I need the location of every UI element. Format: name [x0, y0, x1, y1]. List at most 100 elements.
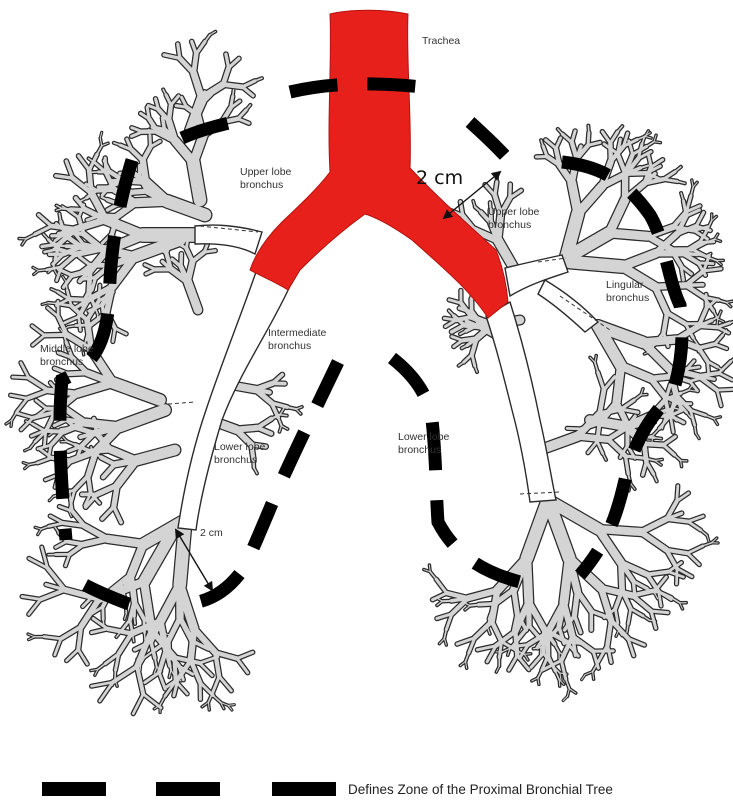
branch-fill — [436, 579, 447, 593]
legend-dash-2 — [156, 782, 220, 796]
branch-fill — [186, 238, 188, 248]
branch-fill — [543, 629, 544, 653]
branch-fill — [451, 598, 468, 601]
branch-fill — [69, 299, 88, 300]
branch-fill — [136, 450, 175, 460]
branch-fill — [578, 186, 602, 214]
branch-fill — [644, 444, 663, 445]
branch-fill — [470, 605, 479, 606]
branch-fill — [677, 486, 678, 501]
branch-fill — [200, 663, 213, 676]
left-lower-lobe-bronchus — [486, 302, 556, 502]
branch-fill — [134, 616, 135, 624]
branch-fill — [119, 634, 132, 654]
branch-fill — [588, 126, 589, 133]
label-intermediate-bronchus: Intermediate bronchus — [268, 327, 329, 352]
branch-fill — [590, 420, 625, 426]
measurement-label-lower: 2 cm — [200, 527, 223, 539]
branch-fill — [113, 383, 160, 400]
branch-fill — [193, 163, 200, 200]
branch-fill — [147, 107, 149, 119]
branch-fill — [174, 657, 175, 681]
branch-fill — [81, 278, 96, 280]
branch-fill — [223, 84, 242, 86]
branch-fill — [79, 317, 81, 331]
branch-fill — [131, 544, 143, 575]
branch-fill — [186, 248, 192, 261]
main-airways — [178, 225, 598, 530]
branch-fill — [39, 270, 47, 271]
branch-fill — [641, 532, 667, 550]
label-lower-lobe-right: Lower lobe bronchus — [214, 441, 268, 466]
branch-fill — [17, 398, 28, 411]
branch-fill — [178, 44, 180, 58]
legend: Defines Zone of the Proximal Bronchial T… — [42, 782, 613, 797]
legend-dash-3 — [272, 782, 336, 796]
branch-fill — [29, 378, 49, 391]
branch-fill — [115, 460, 137, 464]
branch-fill — [78, 383, 113, 394]
branch-fill — [608, 439, 625, 456]
branch-fill — [647, 572, 668, 575]
branch-fill — [238, 119, 249, 124]
branch-fill — [708, 361, 709, 373]
branch-fill — [609, 233, 647, 236]
branch-fill — [567, 428, 582, 429]
branch-fill — [237, 659, 248, 673]
branch-fill — [67, 649, 79, 660]
branch-fill — [479, 604, 495, 605]
label-upper-lobe-right: Upper lobe bronchus — [240, 166, 294, 191]
branch-fill — [688, 553, 700, 564]
branch-fill — [617, 366, 621, 402]
branch-fill — [578, 436, 608, 439]
branch-fill — [78, 649, 87, 664]
branch-fill — [682, 253, 697, 254]
label-upper-lobe-left: Upper lobe bronchus — [488, 206, 542, 231]
branch-fill — [570, 262, 622, 267]
branch-fill — [588, 133, 589, 146]
branch-fill — [524, 654, 530, 655]
zone-boundary-left-upper — [470, 122, 514, 166]
branch-fill — [514, 590, 518, 614]
branch-fill — [574, 591, 577, 615]
branch-fill — [133, 694, 143, 714]
lingular-bronchus — [538, 280, 598, 332]
branch-fill — [169, 105, 171, 121]
branch-fill — [644, 444, 646, 462]
measurement-label-upper: 2 cm — [416, 167, 463, 189]
branch-fill — [717, 389, 733, 390]
branch-fill — [618, 623, 619, 631]
branch-fill — [188, 282, 198, 310]
branch-fill — [120, 410, 165, 426]
trachea-and-main-bronchi — [250, 10, 508, 318]
branch-fill — [64, 327, 65, 333]
branch-fill — [256, 390, 270, 393]
branch-fill — [625, 456, 644, 458]
branch-fill — [194, 73, 202, 98]
legend-dash-1 — [42, 782, 106, 796]
branch-fill — [163, 118, 165, 130]
branch-fill — [29, 599, 41, 614]
branch-fill — [233, 90, 234, 97]
branch-fill — [145, 672, 159, 682]
label-trachea: Trachea — [422, 35, 460, 47]
branch-fill — [143, 694, 161, 708]
branch-fill — [48, 303, 56, 304]
branch-fill — [180, 525, 185, 585]
branch-fill — [99, 285, 100, 301]
branch-fill — [88, 476, 91, 493]
branch-fill — [687, 367, 699, 369]
branch-fill — [700, 242, 714, 243]
branch-fill — [32, 326, 44, 335]
branch-fill — [39, 215, 52, 226]
branch-fill — [13, 377, 29, 378]
branch-fill — [192, 42, 196, 55]
label-lower-lobe-left: Lower lobe bronchus — [398, 431, 452, 456]
label-lingular-bronchus: Lingular bronchus — [606, 279, 649, 304]
legend-text: Defines Zone of the Proximal Bronchial T… — [348, 782, 613, 797]
branch-fill — [194, 54, 197, 73]
branch-fill — [108, 539, 144, 544]
branch-fill — [219, 676, 231, 690]
branch-fill — [633, 581, 635, 597]
